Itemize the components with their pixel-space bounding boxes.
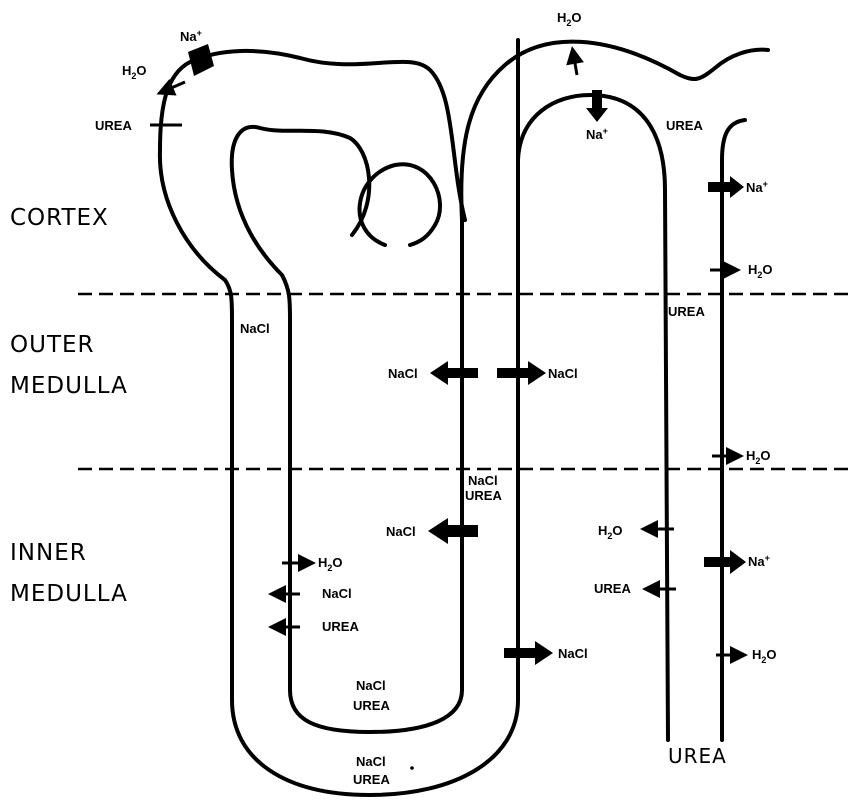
speck-dot xyxy=(410,766,414,770)
nacl-arrow-inner-left xyxy=(428,518,478,544)
nacl-arrow-inner-right xyxy=(504,641,553,665)
nacl-arrow-out-left xyxy=(430,361,478,385)
na-arrow-collecting-cortex xyxy=(708,176,744,198)
na-label-collecting-inner: Na+ xyxy=(748,553,770,569)
h2o-label-collecting-deep: H2O xyxy=(752,647,777,665)
na-arrow-collecting-inner xyxy=(704,550,746,574)
h2o-label-collecting-outer: H2O xyxy=(746,448,771,466)
urea-label-loop-tip: UREA xyxy=(353,772,390,787)
h2o-label-cortex: H2O xyxy=(122,63,147,81)
urea-label-loop: UREA xyxy=(353,698,390,713)
collecting-duct-urea-label: UREA xyxy=(668,744,727,768)
nacl-label-out-left: NaCl xyxy=(388,366,418,381)
outer-medulla-label-line1: OUTER xyxy=(10,332,95,358)
nacl-label-inner-right: NaCl xyxy=(558,646,588,661)
urea-label-cortex: UREA xyxy=(95,118,132,133)
urea-label-distal: UREA xyxy=(666,118,703,133)
cortex-label: CORTEX xyxy=(10,205,109,231)
h2o-arrow-cortex xyxy=(156,78,186,96)
inner-medulla-label-line1: INNER xyxy=(10,540,87,566)
na-label-cortex: Na+ xyxy=(180,28,202,44)
nacl-label-inner-left: NaCl xyxy=(386,524,416,539)
h2o-label-collecting-cortex: H2O xyxy=(748,262,773,280)
na-reabsorption-arrow-cortex xyxy=(188,44,214,76)
urea-label-descending-inner: UREA xyxy=(322,619,359,634)
inner-medulla-label-line2: MEDULLA xyxy=(10,581,128,607)
urea-label-descending: UREA xyxy=(465,488,502,503)
h2o-label-collecting-inner: H2O xyxy=(598,523,623,541)
proximal-tubule-inner-wall xyxy=(229,124,464,734)
distal-tubule-outer-wall xyxy=(459,39,770,222)
h2o-label-descending: H2O xyxy=(318,555,343,573)
na-label-distal: Na+ xyxy=(586,126,608,142)
h2o-arrow-distal xyxy=(566,46,584,76)
distal-tubule-inner-wall xyxy=(516,93,670,742)
bowmans-capsule xyxy=(357,162,442,247)
nacl-label-ascending-thick: NaCl xyxy=(240,321,270,336)
nacl-arrow-out-right xyxy=(497,361,546,385)
na-arrow-distal xyxy=(586,90,608,122)
nacl-label-descending: NaCl xyxy=(468,473,498,488)
urea-label-collecting-inner: UREA xyxy=(594,581,631,596)
urea-label-collecting-outer: UREA xyxy=(668,304,705,319)
collecting-duct-wall xyxy=(720,118,747,742)
nacl-label-loop-tip: NaCl xyxy=(356,754,386,769)
outer-medulla-label-line2: MEDULLA xyxy=(10,373,128,399)
nacl-label-loop: NaCl xyxy=(356,678,386,693)
h2o-label-distal: H2O xyxy=(557,10,582,28)
nacl-label-descending-inner: NaCl xyxy=(322,586,352,601)
proximal-tubule-outer-wall xyxy=(157,38,520,797)
nacl-label-out-right: NaCl xyxy=(548,366,578,381)
na-label-collecting-cortex: Na+ xyxy=(746,179,768,195)
